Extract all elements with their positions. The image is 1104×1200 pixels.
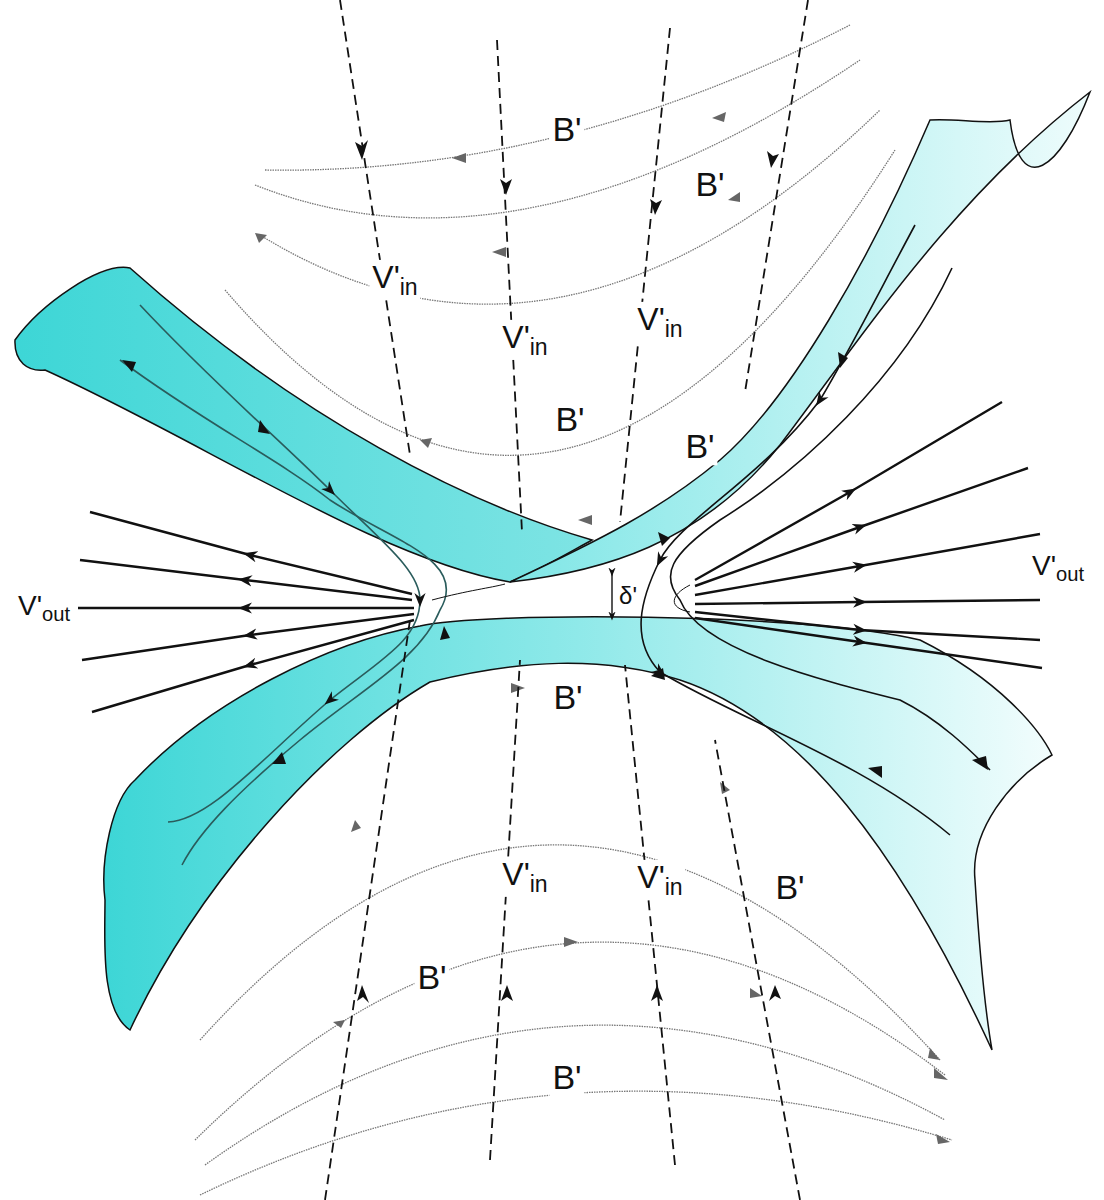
field-label: B' xyxy=(682,428,717,465)
outflow-arrow xyxy=(82,614,414,660)
flow-line xyxy=(641,225,950,835)
inflow-line xyxy=(620,28,670,522)
field-label: V'in xyxy=(634,860,685,900)
outflow-arrow xyxy=(695,402,1002,580)
inflow-line xyxy=(745,0,808,392)
outflow-arrow xyxy=(80,560,412,600)
field-line xyxy=(195,942,945,1140)
outflow-arrow xyxy=(695,534,1040,595)
flow-line xyxy=(120,360,447,865)
x-gap xyxy=(432,584,690,612)
field-label: V'in xyxy=(634,302,685,342)
flow-line xyxy=(670,268,990,770)
flow-line xyxy=(140,305,420,822)
inflow-line xyxy=(325,620,410,1200)
field-line xyxy=(205,1025,945,1165)
outflow-arrow xyxy=(92,620,414,712)
field-label: B' xyxy=(772,869,807,906)
inflow-line xyxy=(340,0,410,455)
field-label: B' xyxy=(550,679,585,716)
field-label: V'in xyxy=(369,260,420,300)
outflow-arrow xyxy=(695,468,1028,586)
field-line xyxy=(260,110,880,304)
field-line xyxy=(225,150,895,455)
upper-right-lobe xyxy=(510,92,1090,582)
lower-lobes xyxy=(104,617,1052,1050)
delta-arrow xyxy=(611,572,612,616)
field-label: V'in xyxy=(499,320,550,360)
inflow-line xyxy=(490,660,520,1160)
outflow-arrow xyxy=(78,607,414,609)
field-line xyxy=(255,60,860,218)
inflow-line xyxy=(715,740,800,1200)
lobe-arrows xyxy=(122,352,988,778)
field-label: B' xyxy=(549,1059,584,1096)
field-label: V'out xyxy=(15,591,73,625)
field-arrows xyxy=(255,112,950,1144)
inflow-line xyxy=(497,40,522,532)
field-label: B' xyxy=(549,111,584,148)
field-label: V'in xyxy=(499,857,550,897)
field-label: B' xyxy=(414,959,449,996)
upper-left-lobe xyxy=(15,267,592,582)
field-label: V'out xyxy=(1029,551,1087,585)
field-label: δ' xyxy=(616,583,640,609)
outflow-arrow xyxy=(695,618,1042,668)
field-line xyxy=(265,25,850,170)
inflow-arrows xyxy=(355,140,781,1003)
outflow-arrow xyxy=(695,600,1040,604)
field-line xyxy=(200,845,940,1060)
field-label: B' xyxy=(552,401,587,438)
field-label: B' xyxy=(692,166,727,203)
field-line xyxy=(200,1091,952,1195)
inflow-line xyxy=(625,665,675,1165)
